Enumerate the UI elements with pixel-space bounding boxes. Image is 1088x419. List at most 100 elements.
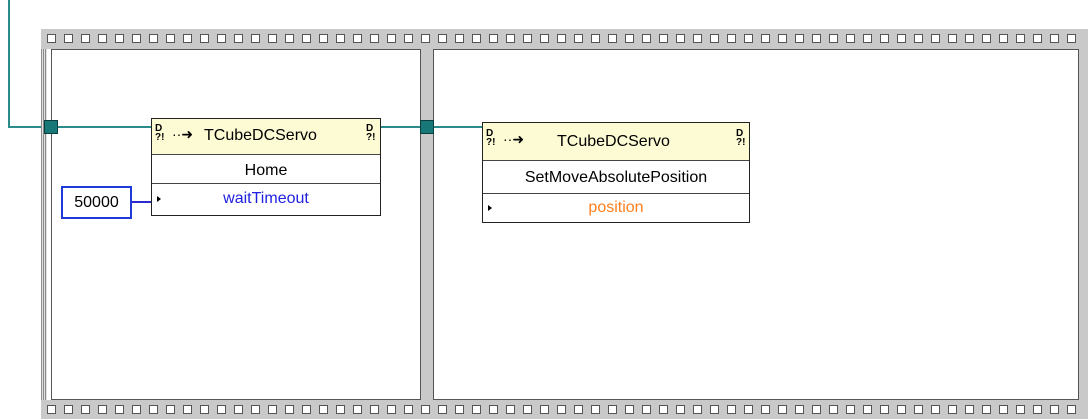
sprocket-hole (710, 405, 719, 414)
sprocket-hole (948, 405, 957, 414)
invoke-node-icon: D?! (366, 123, 376, 143)
sprocket-hole (659, 405, 668, 414)
sprocket-hole (948, 34, 957, 43)
node-param-position[interactable]: position (483, 193, 749, 222)
sprocket-hole (234, 405, 243, 414)
sprocket-hole (880, 405, 889, 414)
sprocket-hole (438, 405, 447, 414)
sprocket-hole (285, 405, 294, 414)
sprocket-hole (506, 34, 515, 43)
sprocket-hole (642, 405, 651, 414)
sprocket-hole (608, 34, 617, 43)
sprocket-hole (914, 405, 923, 414)
sprocket-hole (81, 405, 90, 414)
sprocket-hole (251, 34, 260, 43)
sprocket-hole (778, 405, 787, 414)
sprocket-hole (404, 405, 413, 414)
node-header: D?! ··➜ TCubeDCServo D?! (483, 123, 749, 161)
sprocket-hole (64, 34, 73, 43)
sprocket-hole (557, 34, 566, 43)
arrow-icon: ··➜ (172, 126, 194, 142)
sprocket-hole (489, 405, 498, 414)
param-label: waitTimeout (223, 190, 309, 207)
sprocket-hole (336, 405, 345, 414)
sprocket-hole (829, 34, 838, 43)
sprocket-hole (217, 34, 226, 43)
sprocket-hole (1016, 405, 1025, 414)
input-terminal-icon (157, 196, 161, 202)
sprocket-hole (455, 34, 464, 43)
sprocket-hole (795, 34, 804, 43)
sprocket-hole (472, 34, 481, 43)
node-method: Home (244, 162, 288, 179)
sprocket-hole (591, 405, 600, 414)
sprocket-hole (370, 405, 379, 414)
sprocket-hole (166, 34, 175, 43)
tunnel-left[interactable] (44, 120, 58, 134)
sprocket-hole (761, 405, 770, 414)
sprocket-hole (778, 34, 787, 43)
sprocket-hole (744, 405, 753, 414)
tunnel-middle[interactable] (420, 120, 434, 134)
reference-wire-vertical[interactable] (8, 0, 10, 128)
film-strip-bottom (41, 400, 1088, 419)
sprocket-hole (132, 405, 141, 414)
sprocket-hole (81, 34, 90, 43)
frame-1[interactable] (51, 49, 421, 400)
sprocket-hole (353, 405, 362, 414)
wire-frame2[interactable] (434, 126, 482, 128)
sprocket-hole (1067, 34, 1076, 43)
sprocket-hole (404, 34, 413, 43)
sprocket-hole (897, 405, 906, 414)
wire-constant[interactable] (132, 201, 151, 203)
sprocket-hole (421, 34, 430, 43)
sprocket-hole (370, 34, 379, 43)
sprocket-hole (47, 34, 56, 43)
sprocket-hole (999, 405, 1008, 414)
sprocket-hole (846, 405, 855, 414)
sprocket-hole (982, 405, 991, 414)
sprocket-hole (268, 34, 277, 43)
sprocket-hole (523, 405, 532, 414)
sprocket-hole (319, 34, 328, 43)
sprocket-hole (540, 34, 549, 43)
sprocket-hole (1033, 34, 1042, 43)
sprocket-hole (880, 34, 889, 43)
film-strip-top (41, 29, 1088, 49)
sprocket-hole (183, 34, 192, 43)
sprocket-hole (217, 405, 226, 414)
wire-frame1[interactable] (58, 126, 151, 128)
sprocket-hole (761, 34, 770, 43)
sprocket-hole (863, 34, 872, 43)
sprocket-hole (353, 34, 362, 43)
param-label: position (588, 199, 644, 216)
sprocket-hole (591, 34, 600, 43)
sprocket-hole (540, 405, 549, 414)
reference-wire-horizontal[interactable] (8, 126, 46, 128)
sprocket-hole (846, 34, 855, 43)
sprocket-hole (421, 405, 430, 414)
sprocket-hole (98, 405, 107, 414)
frame-2[interactable] (433, 49, 1079, 400)
sprocket-hole (676, 34, 685, 43)
sprocket-hole (965, 34, 974, 43)
flat-sequence-structure[interactable] (41, 29, 1088, 419)
sprocket-hole (642, 34, 651, 43)
sprocket-hole (268, 405, 277, 414)
numeric-constant[interactable]: 50000 (61, 186, 132, 219)
invoke-node-home[interactable]: D?! ··➜ TCubeDCServo D?! Home waitTimeou… (151, 118, 381, 216)
sprocket-hole (608, 405, 617, 414)
node-param-waitTimeout[interactable]: waitTimeout (152, 183, 380, 215)
wire-out-node1[interactable] (380, 126, 420, 128)
sprocket-hole (574, 34, 583, 43)
invoke-node-setmoveabsoluteposition[interactable]: D?! ··➜ TCubeDCServo D?! SetMoveAbsolute… (482, 122, 750, 223)
sprocket-hole (1050, 34, 1059, 43)
sprocket-hole (812, 34, 821, 43)
sprocket-hole (914, 34, 923, 43)
sprocket-hole (149, 405, 158, 414)
sprocket-hole (234, 34, 243, 43)
sprocket-hole (149, 34, 158, 43)
node-class-name: TCubeDCServo (557, 133, 670, 150)
sprocket-hole (166, 405, 175, 414)
sprocket-hole (931, 34, 940, 43)
